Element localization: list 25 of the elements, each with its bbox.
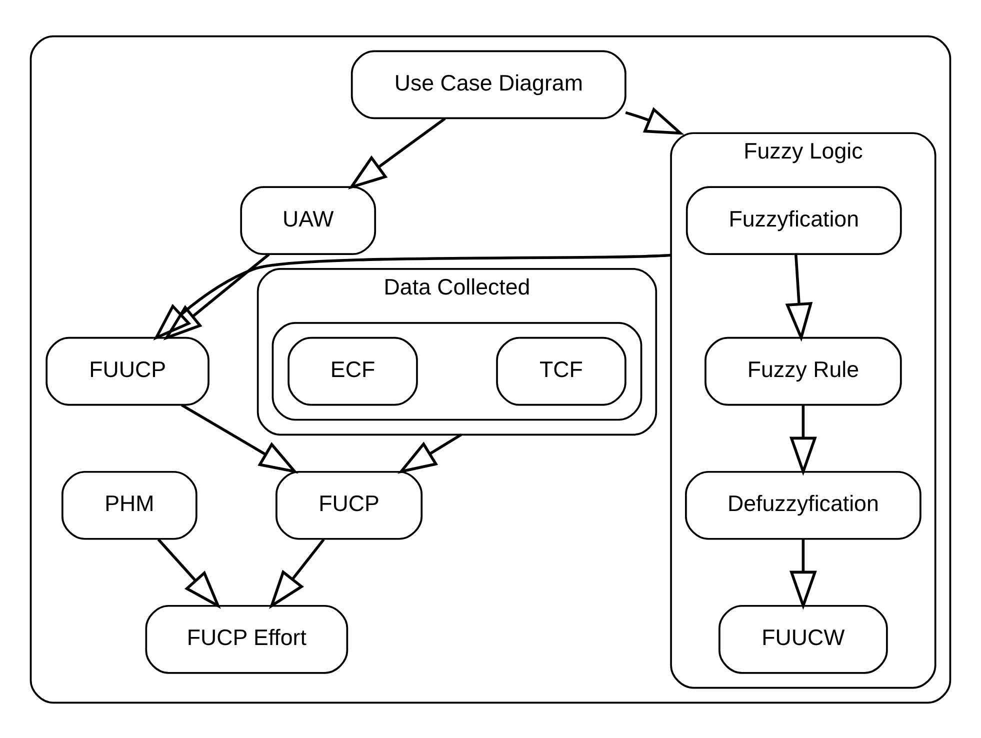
node-box: Fuzzy Rule [704,336,902,406]
node-box: Defuzzyfication [685,470,922,540]
arrow [163,252,270,340]
node-box: FUCP [276,470,423,540]
arrow [269,538,325,609]
node-box: FUUCP [46,336,210,406]
node-box: TCF [496,336,626,406]
arrow [625,106,684,134]
arrow [153,253,672,340]
node-box: UAW [240,186,376,255]
cluster [272,322,642,420]
node-box: Use Case Diagram [350,50,626,119]
arrow [157,538,221,608]
arrow [181,403,298,474]
arrow [348,116,446,190]
arrow [398,432,462,474]
cluster [30,34,952,704]
node-box: ECF [288,336,418,406]
node-box: FUCP Effort [145,604,348,674]
arrow [790,538,817,610]
node-box: Fuzzyfication [686,186,902,255]
node-box: PHM [61,470,198,540]
arrow [785,254,813,342]
node-box: FUUCW [718,604,888,674]
arrow [790,404,817,476]
